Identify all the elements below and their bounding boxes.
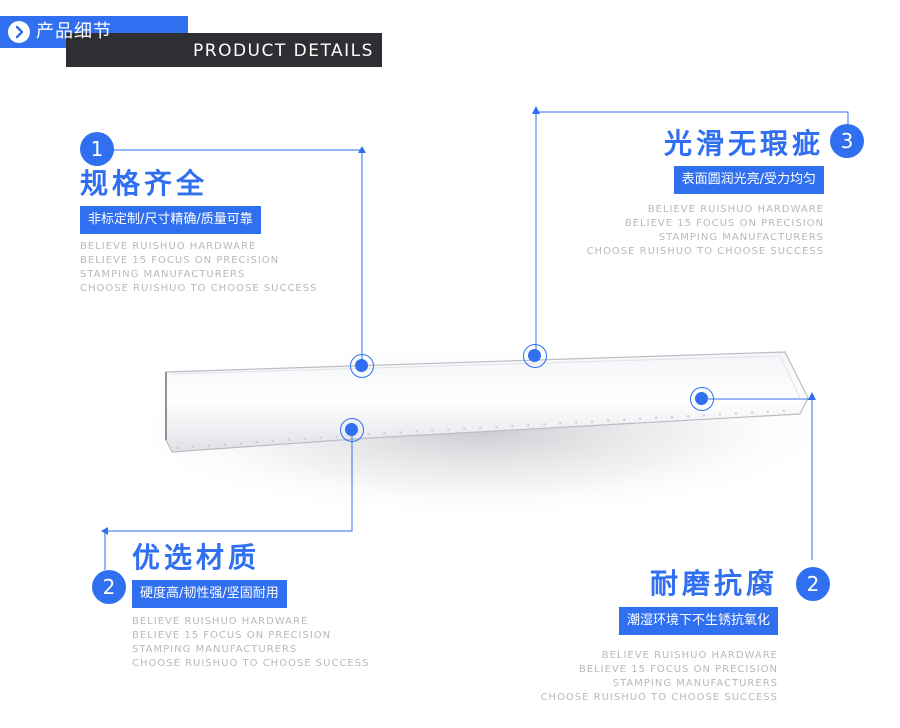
feature-4-title: 耐磨抗腐 xyxy=(649,567,778,600)
feature-3-line-3: STAMPING MANUFACTURERS xyxy=(658,232,824,243)
feature-2-line-3: STAMPING MANUFACTURERS xyxy=(132,644,298,655)
play-arrow-circle-icon xyxy=(8,21,30,43)
feature-1-title: 规格齐全 xyxy=(80,167,209,200)
hotspot-1[interactable] xyxy=(350,354,374,378)
header-dark-bar xyxy=(66,33,382,67)
feature-3-line-1: BELIEVE RUISHUO HARDWARE xyxy=(647,204,824,215)
feature-3-number: 3 xyxy=(830,124,864,158)
feature-2-title: 优选材质 xyxy=(132,541,261,574)
feature-4-line-2: BELIEVE 15 FOCUS ON PRECISION xyxy=(578,664,778,675)
feature-1-tag: 非标定制/尺寸精确/质量可靠 xyxy=(80,206,261,234)
feature-3-line-4: CHOOSE RUISHUO TO CHOOSE SUCCESS xyxy=(586,246,824,257)
feature-2-tag: 硬度高/韧性强/坚固耐用 xyxy=(132,580,287,608)
feature-4-tag: 潮湿环境下不生锈抗氧化 xyxy=(618,607,778,635)
feature-1-line-3: STAMPING MANUFACTURERS xyxy=(80,269,246,280)
feature-4-number: 2 xyxy=(796,567,830,601)
section-title-cn: 产品细节 xyxy=(36,21,112,42)
feature-1-number: 1 xyxy=(80,132,114,166)
feature-1-line-1: BELIEVE RUISHUO HARDWARE xyxy=(80,241,257,252)
hotspot-3[interactable] xyxy=(523,344,547,368)
feature-2-number: 2 xyxy=(92,570,126,604)
section-title-en: PRODUCT DETAILS xyxy=(193,41,374,61)
feature-4-line-1: BELIEVE RUISHUO HARDWARE xyxy=(601,650,778,661)
feature-3-line-2: BELIEVE 15 FOCUS ON PRECISION xyxy=(624,218,824,229)
feature-2-line-2: BELIEVE 15 FOCUS ON PRECISION xyxy=(132,630,332,641)
feature-3-tag: 表面圆润光亮/受力均匀 xyxy=(673,166,824,194)
feature-2-line-1: BELIEVE RUISHUO HARDWARE xyxy=(132,616,309,627)
feature-4-line-4: CHOOSE RUISHUO TO CHOOSE SUCCESS xyxy=(540,692,778,703)
hotspot-4[interactable] xyxy=(690,387,714,411)
feature-1-line-2: BELIEVE 15 FOCUS ON PRECISION xyxy=(80,255,280,266)
hotspot-2[interactable] xyxy=(340,418,364,442)
feature-1-line-4: CHOOSE RUISHUO TO CHOOSE SUCCESS xyxy=(80,283,318,294)
feature-4-line-3: STAMPING MANUFACTURERS xyxy=(612,678,778,689)
feature-2-line-4: CHOOSE RUISHUO TO CHOOSE SUCCESS xyxy=(132,658,370,669)
feature-3-title: 光滑无瑕疵 xyxy=(663,127,824,160)
